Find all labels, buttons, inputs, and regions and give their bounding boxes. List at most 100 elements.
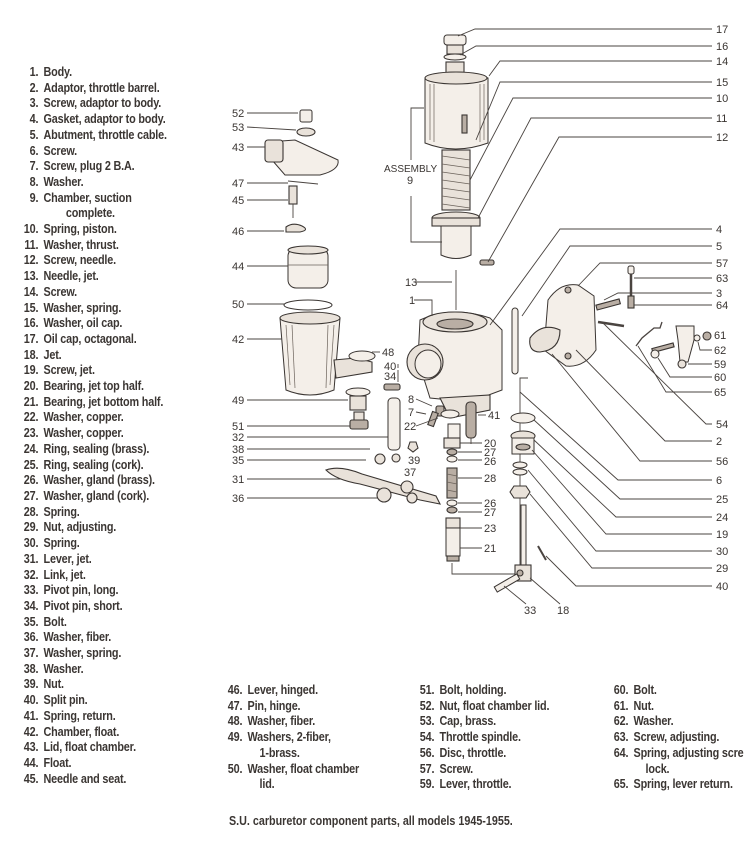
- callout-47: 47: [232, 178, 244, 190]
- legend-item-label: Bolt.: [43, 614, 67, 629]
- legend-item-label: Gasket, adaptor to body.: [43, 112, 166, 127]
- callout-41: 41: [488, 410, 500, 422]
- legend-item: 33.Pivot pin, long.: [16, 583, 167, 599]
- legend-item-number: 53.: [419, 714, 435, 729]
- callout-1: 1: [409, 295, 415, 307]
- legend-item-continuation: lid.: [259, 777, 275, 792]
- legend-item-label: Screw, plug 2 B.A.: [43, 159, 135, 174]
- legend-item: 41.Spring, return.: [16, 709, 167, 725]
- callout-27-a: 27: [484, 447, 496, 459]
- callout-37: 37: [404, 467, 416, 479]
- legend-item-label: Chamber, float.: [43, 724, 120, 739]
- callout-65: 65: [714, 387, 726, 399]
- legend-item-number: 32.: [23, 567, 39, 582]
- legend-item-label: Spring, return.: [43, 708, 116, 723]
- parts-legend-column-3: 51.Bolt, holding.52.Nut, float chamber l…: [412, 683, 550, 793]
- callout-19: 19: [716, 529, 728, 541]
- legend-item-label: Screw, adaptor to body.: [43, 96, 162, 111]
- callout-51: 51: [232, 421, 244, 433]
- jet-lever-linkage: [324, 383, 441, 505]
- legend-item-number: 51.: [419, 683, 435, 697]
- parts-legend-column-1: 1.Body.2.Adaptor, throttle barrel.3.Scre…: [16, 65, 167, 787]
- legend-item-label: Lid, float chamber.: [43, 740, 137, 755]
- legend-item-number: 63.: [613, 730, 629, 745]
- legend-item-number: 48.: [227, 714, 243, 729]
- callout-38: 38: [232, 444, 244, 456]
- legend-item-label: Spring, piston.: [43, 222, 117, 237]
- legend-item-number: 9.: [29, 190, 39, 205]
- legend-item-number: 20.: [23, 379, 39, 394]
- legend-item: 36.Washer, fiber.: [16, 630, 167, 646]
- legend-item: 53. Cap, brass.: [412, 714, 549, 730]
- callout-18: 18: [557, 605, 569, 617]
- callout-61: 61: [714, 330, 726, 342]
- callout-57: 57: [716, 258, 728, 270]
- callout-53: 53: [232, 122, 244, 134]
- legend-item-label: Nut, adjusting.: [43, 520, 117, 535]
- legend-item: 5.Abutment, throttle cable.: [16, 128, 167, 144]
- legend-item-label: Lever, throttle.: [439, 777, 512, 792]
- legend-item: 46.Lever, hinged.: [220, 683, 359, 699]
- callout-54: 54: [716, 419, 728, 431]
- legend-item-number: 28.: [23, 504, 39, 519]
- legend-item: 28.Spring.: [16, 505, 167, 521]
- legend-item: 24.Ring, sealing (brass).: [16, 442, 167, 458]
- legend-item-label: Ring, sealing (cork).: [43, 457, 144, 472]
- callout-46: 46: [232, 226, 244, 238]
- legend-item: 51. Bolt, holding.: [412, 683, 549, 699]
- callout-50: 50: [232, 299, 244, 311]
- legend-item: 64.Spring, adjusting scre: [606, 745, 744, 762]
- callout-13: 13: [405, 277, 417, 289]
- legend-item-number: 31.: [23, 551, 39, 566]
- legend-item: 26.Washer, gland (brass).: [16, 473, 167, 489]
- legend-item: 27.Washer, gland (cork).: [16, 489, 167, 505]
- legend-item-label: Lever, hinged.: [247, 683, 319, 697]
- legend-item-label: Washer, gland (brass).: [43, 473, 156, 488]
- legend-item-label: Cap, brass.: [439, 714, 497, 729]
- legend-item: 6.Screw.: [16, 144, 167, 160]
- legend-item-number: 40.: [23, 693, 39, 708]
- callout-24: 24: [716, 512, 728, 524]
- legend-item-label: Washer, spring.: [43, 300, 122, 315]
- legend-item-number: 33.: [23, 583, 39, 598]
- legend-item-label: Bearing, jet bottom half.: [43, 394, 164, 409]
- legend-item-label: Chamber, suction: [43, 190, 132, 205]
- legend-item-label: Split pin.: [43, 693, 88, 708]
- callout-34: 34: [384, 371, 396, 383]
- legend-item: 15.Washer, spring.: [16, 301, 167, 317]
- legend-item: 61. Nut.: [606, 699, 743, 715]
- legend-item: 14.Screw.: [16, 285, 167, 301]
- legend-item-number: 42.: [23, 724, 39, 739]
- callout-12: 12: [716, 132, 728, 144]
- legend-item-number: 65.: [613, 777, 629, 792]
- legend-item-label: Disc, throttle.: [439, 745, 507, 760]
- legend-item: 49.Washers, 2-fiber,: [220, 730, 359, 746]
- legend-item-label: Bolt, holding.: [439, 683, 507, 697]
- legend-item-label: Nut.: [43, 677, 65, 692]
- legend-item-number: 59.: [419, 777, 435, 792]
- legend-item-number: 43.: [23, 740, 39, 755]
- legend-item-label: Pin, hinge.: [247, 698, 301, 713]
- legend-item: 8.Washer.: [16, 175, 167, 191]
- legend-item-label: Spring, adjusting scre: [633, 745, 744, 760]
- callout-52: 52: [232, 108, 244, 120]
- legend-item: 29.Nut, adjusting.: [16, 520, 167, 536]
- legend-item-label: Lever, jet.: [43, 551, 92, 566]
- assembly-label: ASSEMBLY: [384, 164, 437, 175]
- legend-item-label: Link, jet.: [43, 567, 86, 582]
- legend-item-number: 3.: [29, 96, 39, 111]
- legend-item-label: Needle, jet.: [43, 269, 99, 284]
- callout-25: 25: [716, 494, 728, 506]
- legend-item-number: 56.: [419, 745, 435, 760]
- legend-item-label: Nut.: [633, 698, 655, 713]
- legend-item-number: 34.: [23, 598, 39, 613]
- legend-item: 62.Washer.: [606, 714, 743, 730]
- callout-29: 29: [716, 563, 728, 575]
- legend-item-label: Washers, 2-fiber,: [247, 730, 332, 745]
- legend-item-label: Needle and seat.: [43, 771, 127, 786]
- legend-item-number: 23.: [23, 426, 39, 441]
- legend-item: 32. Link, jet.: [16, 568, 167, 584]
- legend-item-number: 61.: [613, 698, 629, 713]
- callout-16: 16: [716, 41, 728, 53]
- legend-item-label: Washer, gland (cork).: [43, 488, 150, 503]
